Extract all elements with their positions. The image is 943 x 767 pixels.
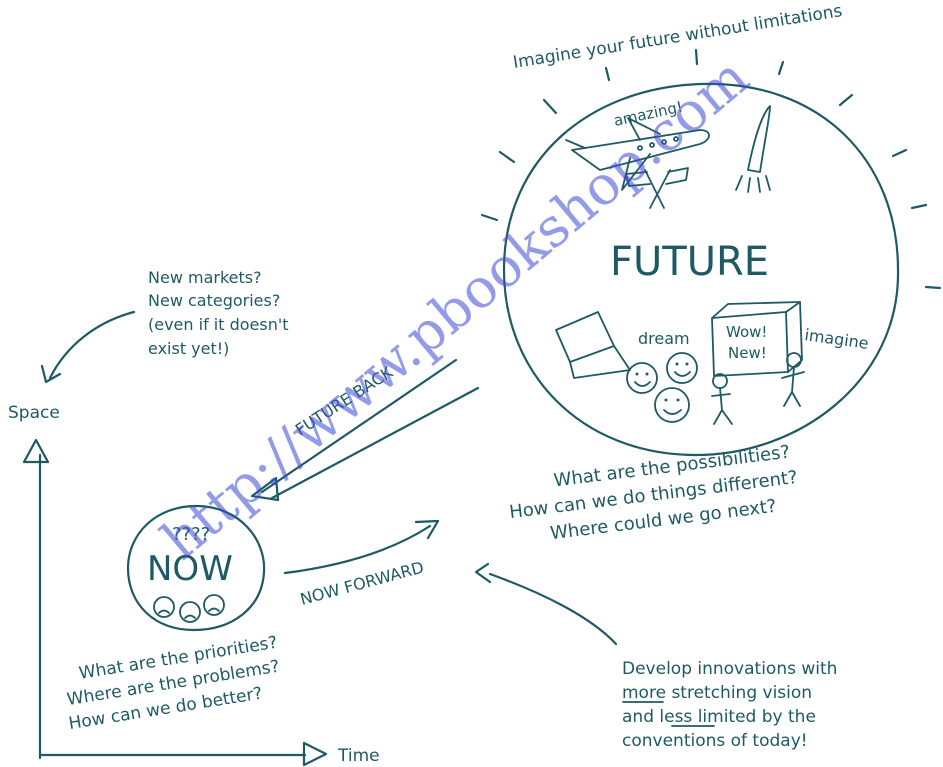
new-markets-line-1: New markets? <box>148 268 262 287</box>
now-forward-label: NOW FORWARD <box>298 558 426 609</box>
dream-label: dream <box>638 329 690 348</box>
more-emphasis: more <box>622 683 666 703</box>
top-caption: Imagine your future without limitations <box>512 1 844 73</box>
develop-note: Develop innovations with more stretching… <box>474 562 837 751</box>
now-question-marks: ???? <box>172 524 210 545</box>
x-axis-arrowhead <box>302 741 328 767</box>
now-forward-arrow: NOW FORWARD <box>283 519 440 609</box>
smiley-icon <box>626 352 698 423</box>
sad-face-icon <box>153 594 225 623</box>
wow-label: Wow! <box>726 323 767 341</box>
new-label: New! <box>728 344 767 362</box>
possibilities-note: What are the possibilities? How can we d… <box>508 442 799 545</box>
now-circle: ???? NOW <box>126 504 266 632</box>
stick-figure-icon <box>711 352 805 425</box>
future-circle: FUTURE amazing! <box>502 82 900 457</box>
new-markets-note: New markets? New categories? (even if it… <box>40 268 289 384</box>
now-title: NOW <box>147 549 233 589</box>
laptop-icon <box>555 311 631 379</box>
new-markets-line-4: exist yet!) <box>148 339 229 358</box>
axes: Space Time <box>8 403 380 767</box>
new-markets-line-3: (even if it doesn't <box>148 315 289 334</box>
flag-icon <box>625 167 689 209</box>
new-markets-line-2: New categories? <box>148 291 280 310</box>
develop-line-1: Develop innovations with <box>622 659 837 679</box>
y-axis-label: Space <box>8 403 60 423</box>
y-axis-arrowhead <box>22 438 50 464</box>
rocket-icon <box>735 105 771 193</box>
develop-line-4: conventions of today! <box>622 731 808 751</box>
less-emphasis: less <box>659 707 692 727</box>
sun-rays <box>480 48 942 290</box>
future-title: FUTURE <box>610 239 769 285</box>
develop-line-2: more stretching vision <box>622 683 812 703</box>
x-axis-label: Time <box>337 746 380 766</box>
airplane-icon <box>565 117 710 191</box>
develop-line-3: and less limited by the <box>622 707 816 727</box>
imagine-label: imagine <box>803 325 869 353</box>
box-icon <box>711 301 803 377</box>
priorities-note: What are the priorities? Where are the p… <box>66 633 281 734</box>
